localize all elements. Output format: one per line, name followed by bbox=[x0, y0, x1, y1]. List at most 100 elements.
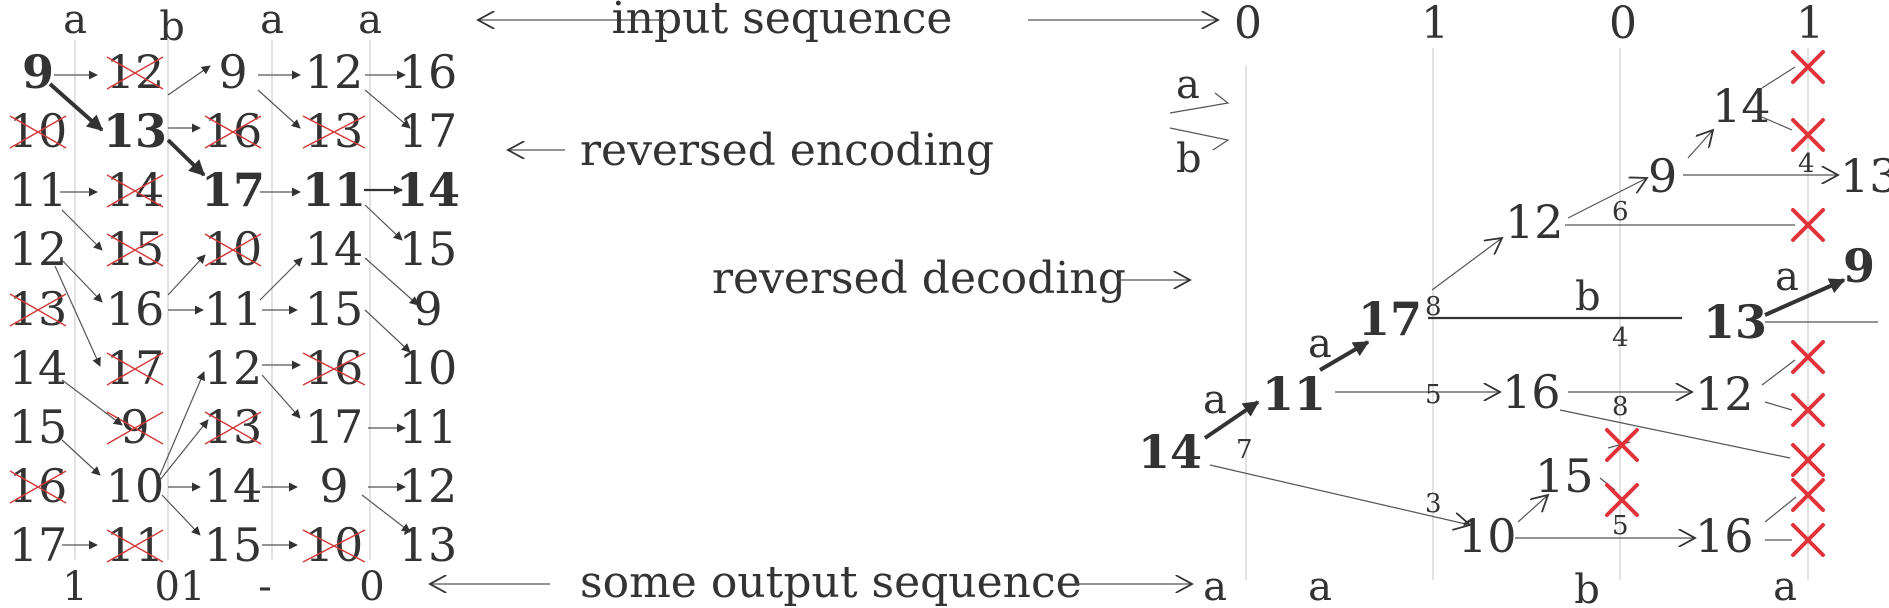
trellis-edge bbox=[159, 419, 209, 481]
edge-weight: 5 bbox=[1612, 511, 1629, 541]
rejected-path-icon bbox=[1791, 443, 1825, 477]
trellis-edge bbox=[167, 65, 211, 96]
label-reversed-decoding: reversed decoding bbox=[712, 253, 1190, 304]
trellis-edge bbox=[159, 371, 205, 476]
input-digits: 0 1 0 1 bbox=[1234, 0, 1824, 49]
graph-crosses bbox=[1605, 50, 1825, 557]
trellis-cell: 17 bbox=[201, 163, 265, 217]
graph-node: 9 bbox=[1648, 149, 1677, 203]
trellis-cell: 14 bbox=[204, 459, 263, 513]
graph-edge bbox=[1764, 401, 1793, 411]
graph-node: 14 bbox=[1138, 425, 1202, 479]
graph-edge bbox=[1761, 359, 1796, 386]
edge-weight: 8 bbox=[1425, 292, 1442, 322]
graph-node: 9 bbox=[1843, 239, 1875, 293]
rejected-path-icon bbox=[1791, 340, 1825, 374]
output-letter: a bbox=[1203, 564, 1227, 608]
trellis-header: b bbox=[159, 4, 185, 50]
rejected-path-icon bbox=[1605, 483, 1639, 517]
trellis-edge bbox=[61, 379, 123, 426]
trellis-cell: 13 bbox=[305, 104, 364, 158]
graph-node: 13 bbox=[1703, 295, 1767, 349]
graph-edge bbox=[1318, 340, 1370, 372]
trellis-strikes bbox=[9, 56, 366, 563]
graph-edge bbox=[1687, 130, 1713, 159]
trellis-edge bbox=[61, 209, 103, 251]
output-letter: b bbox=[1574, 567, 1600, 608]
graph-edge bbox=[1209, 464, 1470, 525]
trellis-edges bbox=[48, 65, 419, 550]
trellis-cell: 13 bbox=[204, 400, 263, 454]
graph-edge bbox=[1764, 278, 1846, 317]
trellis-column-lines bbox=[74, 40, 371, 560]
graph-node: 12 bbox=[1505, 195, 1564, 249]
strike-mark bbox=[302, 115, 366, 149]
trellis-cell: 17 bbox=[305, 400, 364, 454]
strike-mark bbox=[9, 470, 67, 504]
trellis-cell: 14 bbox=[9, 341, 68, 395]
graph-edge bbox=[1567, 178, 1647, 219]
graph-edge bbox=[1203, 400, 1260, 440]
strike-mark bbox=[106, 174, 164, 208]
decoding-graph: 0 1 0 1 a a b a a b bbox=[1138, 0, 1889, 608]
trellis-edge bbox=[364, 89, 411, 129]
trellis-edge bbox=[361, 494, 411, 533]
input-digit: 1 bbox=[1796, 0, 1824, 49]
edge-weight: 5 bbox=[1425, 380, 1442, 410]
graph-edge bbox=[1761, 116, 1793, 131]
svg-text:reversed encoding: reversed encoding bbox=[580, 125, 994, 176]
trellis-headers: a b a a bbox=[63, 0, 382, 50]
input-digit: 0 bbox=[1609, 0, 1637, 49]
trellis-edge bbox=[364, 257, 419, 306]
graph-edge bbox=[1559, 409, 1791, 459]
graph-node: 16 bbox=[1695, 509, 1754, 563]
legend-a: a bbox=[1176, 62, 1200, 108]
edge-weight: 4 bbox=[1798, 149, 1815, 179]
trellis-cells: 9101112131415161712131415161791011916171… bbox=[9, 45, 460, 572]
trellis-edge bbox=[261, 374, 301, 419]
edge-weight: 8 bbox=[1612, 392, 1629, 422]
label-some-output-sequence: some output sequence bbox=[430, 557, 1192, 608]
output-letters: a a b a bbox=[1203, 564, 1797, 608]
trellis-cell: 11 bbox=[399, 400, 458, 454]
trellis-cell: 11 bbox=[106, 518, 165, 572]
graph-nodes: 14 11 17 16 10 12 9 14 13 15 16 12 13 9 bbox=[1138, 79, 1889, 563]
svg-text:reversed decoding: reversed decoding bbox=[712, 253, 1126, 304]
graph-node: 17 bbox=[1358, 292, 1422, 346]
trellis-cell: 13 bbox=[103, 104, 167, 158]
trellis-cell: 12 bbox=[9, 222, 68, 276]
rejected-path-icon bbox=[1791, 478, 1825, 512]
graph-node: 13 bbox=[1840, 149, 1889, 203]
trellis-cell: 15 bbox=[9, 400, 68, 454]
trellis-cell: 17 bbox=[9, 518, 68, 572]
strike-mark bbox=[106, 233, 164, 267]
strike-mark bbox=[106, 529, 164, 563]
graph-edges bbox=[1203, 66, 1878, 540]
trellis-cell: 11 bbox=[9, 163, 68, 217]
trellis-cell: 13 bbox=[399, 518, 458, 572]
rejected-path-icon bbox=[1605, 428, 1639, 462]
trellis-cell: 9 bbox=[218, 45, 247, 99]
output-letter: a bbox=[1773, 564, 1797, 608]
graph-edge bbox=[1517, 495, 1548, 523]
trellis-cell: 11 bbox=[302, 163, 366, 217]
edge-label: a bbox=[1203, 377, 1227, 423]
edge-weight: 7 bbox=[1236, 435, 1253, 465]
trellis-cell: 15 bbox=[106, 222, 165, 276]
edge-weight: 6 bbox=[1612, 197, 1629, 227]
strike-mark bbox=[204, 233, 262, 267]
label-reversed-encoding: reversed encoding bbox=[508, 125, 994, 176]
trellis-footers: 1 01 - 0 bbox=[62, 564, 384, 608]
trellis-header: a bbox=[63, 0, 87, 43]
trellis-cell: 12 bbox=[399, 459, 458, 513]
trellis-cell: 10 bbox=[106, 459, 165, 513]
trellis-footer: 01 bbox=[155, 564, 206, 608]
graph-node: 14 bbox=[1712, 79, 1771, 133]
edge-weight: 3 bbox=[1425, 489, 1442, 519]
trellis-cell: 12 bbox=[305, 45, 364, 99]
edge-legend: a b bbox=[1169, 62, 1230, 182]
edge-label: b bbox=[1575, 274, 1601, 320]
trellis-edge bbox=[364, 204, 403, 241]
trellis-cell: 14 bbox=[106, 163, 165, 217]
trellis-edge bbox=[161, 494, 201, 536]
